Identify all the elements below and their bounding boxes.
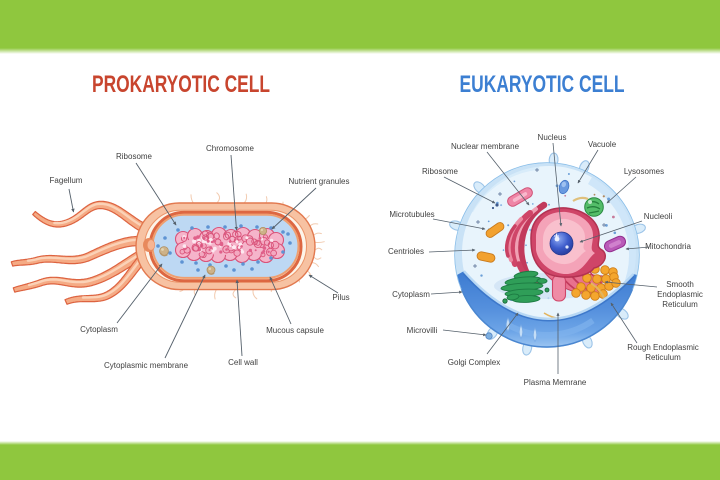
svg-text:Reticulum: Reticulum: [662, 300, 698, 309]
svg-text:Pilus: Pilus: [332, 293, 349, 302]
svg-text:Vacuole: Vacuole: [588, 140, 617, 149]
svg-text:Plasma Memrane: Plasma Memrane: [524, 378, 587, 387]
svg-text:Chromosome: Chromosome: [206, 144, 255, 153]
svg-text:Mitochondria: Mitochondria: [645, 242, 691, 251]
svg-text:Cytoplasm: Cytoplasm: [80, 325, 118, 334]
svg-text:Nucleus: Nucleus: [538, 133, 567, 142]
svg-text:Golgi Complex: Golgi Complex: [448, 358, 500, 367]
svg-text:EUKARYOTIC CELL: EUKARYOTIC CELL: [460, 71, 625, 98]
svg-text:Mucous capsule: Mucous capsule: [266, 326, 324, 335]
svg-text:Cytoplasmic membrane: Cytoplasmic membrane: [104, 361, 189, 370]
svg-text:Nutrient granules: Nutrient granules: [289, 177, 350, 186]
svg-text:Centrioles: Centrioles: [388, 247, 424, 256]
svg-text:Cell wall: Cell wall: [228, 358, 258, 367]
svg-text:Reticulum: Reticulum: [645, 353, 681, 362]
svg-text:Lysosomes: Lysosomes: [624, 167, 664, 176]
svg-text:Microtubules: Microtubules: [389, 210, 434, 219]
svg-text:Ribosome: Ribosome: [116, 152, 153, 161]
svg-text:Smooth: Smooth: [666, 280, 694, 289]
svg-text:Endoplasmic: Endoplasmic: [657, 290, 703, 299]
svg-text:Ribosome: Ribosome: [422, 167, 459, 176]
svg-text:Fagellum: Fagellum: [50, 176, 83, 185]
svg-text:Microvilli: Microvilli: [407, 326, 438, 335]
svg-text:Nucleoli: Nucleoli: [644, 212, 673, 221]
svg-text:Rough Endoplasmic: Rough Endoplasmic: [627, 343, 699, 352]
svg-text:Nuclear membrane: Nuclear membrane: [451, 142, 520, 151]
svg-text:Cytoplasm: Cytoplasm: [392, 290, 430, 299]
svg-text:PROKARYOTIC CELL: PROKARYOTIC CELL: [92, 71, 270, 98]
